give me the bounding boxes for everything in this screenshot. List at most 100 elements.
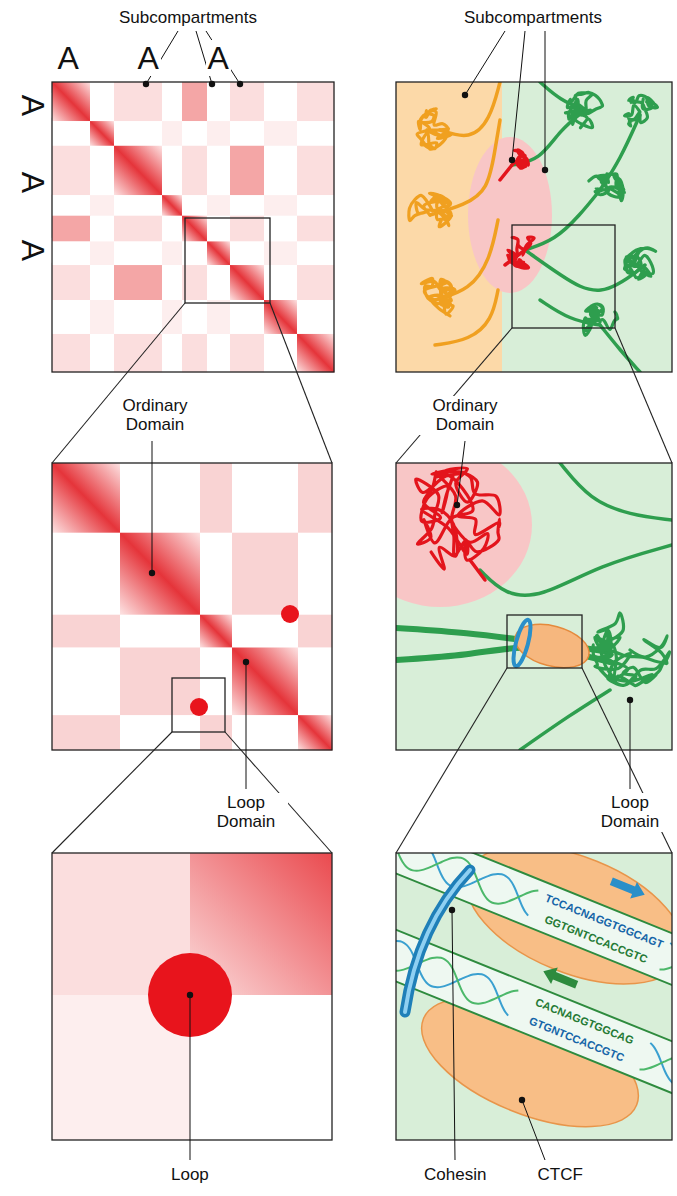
loop-map (52, 853, 332, 1140)
chromatin-blob (421, 278, 455, 316)
leader-dot (149, 570, 155, 576)
chromatin-fiber (480, 545, 672, 595)
contact-block (52, 715, 120, 750)
chromatin-fiber (470, 560, 485, 580)
panel-frame (185, 218, 270, 303)
leader-dot (627, 697, 633, 703)
callout-label: Cohesin (422, 1165, 488, 1185)
contact-block (114, 82, 162, 121)
contact-block (230, 216, 264, 242)
chromatin-blob (416, 468, 500, 569)
contact-block (162, 146, 182, 196)
contact-block (230, 300, 264, 334)
contact-block (264, 241, 297, 265)
leader-dot (243, 659, 249, 665)
contact-block (297, 241, 334, 265)
callout-label: Loop Domain (588, 793, 672, 832)
loop-dot (281, 605, 299, 623)
chromatin-blob (589, 174, 625, 201)
domain-block (207, 241, 230, 265)
contact-block (207, 82, 230, 121)
panel-frame (512, 225, 615, 328)
contact-block (207, 334, 230, 372)
contact-block (230, 195, 264, 216)
contact-block (207, 265, 230, 300)
contact-block (52, 533, 120, 615)
contact-block (52, 121, 90, 146)
contact-block (207, 121, 230, 146)
contact-block (52, 241, 90, 265)
contact-block (207, 195, 230, 216)
zoom-line (396, 328, 512, 463)
subcompartment-letter: A (136, 40, 161, 77)
loop-dot (190, 698, 208, 716)
contact-block (297, 195, 334, 216)
contact-block (297, 300, 334, 334)
contact-block (264, 146, 297, 196)
contact-block (182, 265, 207, 300)
leader-dot (542, 167, 548, 173)
contact-block (114, 241, 162, 265)
panel-heading: Subcompartments (117, 8, 259, 28)
panel-heading: Subcompartments (462, 8, 604, 28)
compartment-illustration (396, 82, 672, 372)
contact-block (114, 195, 162, 216)
contact-block (232, 715, 298, 750)
chromatin-blob (417, 109, 451, 149)
leader-line (452, 910, 455, 1160)
contact-block (230, 121, 264, 146)
contact-block (297, 121, 334, 146)
pink-region (396, 463, 532, 607)
cohesin-ring (510, 618, 534, 667)
contact-block (264, 334, 297, 372)
contact-block (52, 216, 90, 242)
contact-block (264, 121, 297, 146)
leader-line (512, 31, 525, 160)
callout-label: CTCF (536, 1165, 585, 1185)
contact-block (90, 300, 114, 334)
chromatin-fiber (525, 190, 600, 250)
callout-label: Loop Domain (204, 793, 288, 832)
direction-arrow (540, 963, 580, 993)
domain-block (182, 216, 207, 242)
panel-frame (396, 853, 672, 1140)
contact-block (264, 195, 297, 216)
domain-block (52, 82, 90, 121)
leader-lines (143, 31, 633, 1160)
leader-line (522, 1100, 545, 1160)
contact-block (182, 334, 207, 372)
contact-block (230, 146, 264, 196)
domain-illustration (396, 463, 672, 750)
contact-block (298, 615, 332, 648)
panel-frames (52, 82, 672, 1140)
leader-dot (143, 81, 149, 87)
callout-label: Loop (169, 1165, 211, 1185)
contact-block (114, 121, 162, 146)
contact-block (52, 648, 120, 716)
subcompartment-letter: A (14, 92, 51, 117)
contact-block (162, 121, 182, 146)
contact-block (162, 216, 182, 242)
contact-block (90, 334, 114, 372)
chromatin-blob (565, 92, 602, 127)
contact-block (207, 146, 230, 196)
contact-block (90, 216, 114, 242)
leader-line (457, 441, 465, 505)
green-region (396, 82, 672, 372)
leader-line (246, 662, 247, 789)
contact-block (297, 82, 334, 121)
contact-block (297, 146, 334, 196)
contact-block (232, 463, 298, 533)
contact-block (298, 648, 332, 716)
leader-line (545, 31, 546, 170)
contact-block (182, 121, 207, 146)
panel-frame (507, 615, 582, 668)
contact-block (90, 82, 114, 121)
contact-block (264, 216, 297, 242)
leader-line (206, 31, 240, 84)
contact-block (114, 265, 162, 300)
contact-block (230, 334, 264, 372)
ctcf-illustration (396, 853, 672, 1140)
contact-block (162, 300, 182, 334)
